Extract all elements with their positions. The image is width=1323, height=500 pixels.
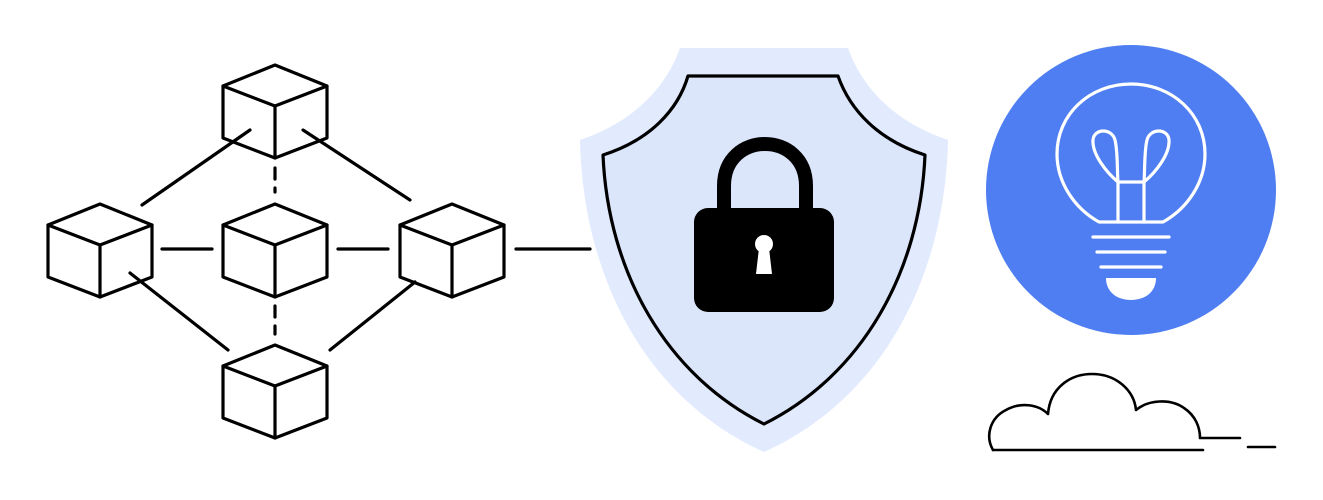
bulb-tip [1106,278,1156,300]
block-node-center [221,202,329,299]
padlock-shackle [717,137,813,212]
bulb-glass [1055,82,1207,224]
keyhole-slot [756,248,772,274]
cloud-icon [988,372,1277,452]
block-node-bottom [221,343,329,440]
cloud-outline [988,372,1242,452]
shield-lock-icon [580,48,948,452]
connection-line [128,271,230,352]
block-node-right [398,202,506,299]
connection-line [328,280,417,352]
block-node-top [221,63,329,160]
padlock-icon [694,137,834,312]
blockchain-network-icon [46,63,592,440]
network-connections [128,128,592,352]
lightbulb-icon [1055,82,1207,269]
bulb-filament [1091,129,1171,224]
lightbulb-circle [986,45,1276,335]
block-node-left [46,202,154,299]
lightbulb-badge [986,45,1276,335]
